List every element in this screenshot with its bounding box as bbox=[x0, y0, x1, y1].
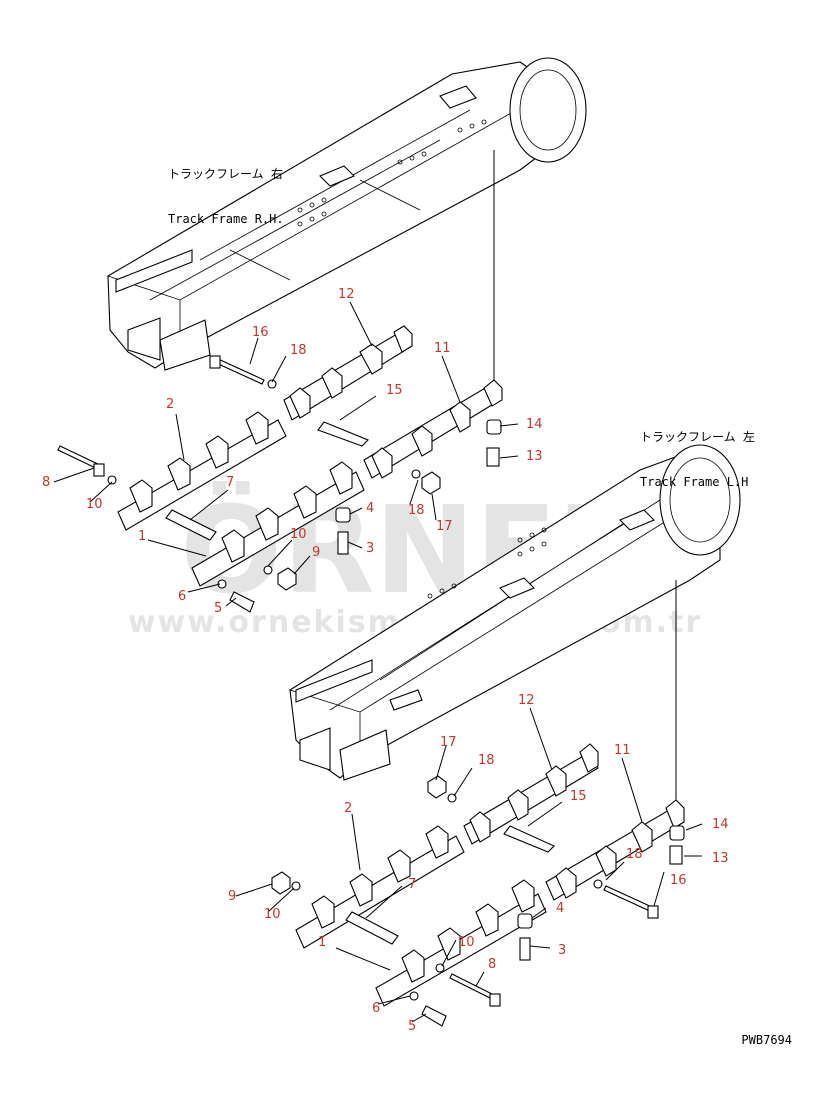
frame-label-rh-en: Track Frame R.H. bbox=[168, 212, 284, 226]
callout-label: 16 bbox=[252, 325, 269, 340]
callout-label: 17 bbox=[436, 519, 453, 534]
leader-lines bbox=[53, 301, 703, 1023]
parts-rh bbox=[57, 325, 503, 613]
callout-label: 14 bbox=[712, 817, 729, 832]
callout-label: 13 bbox=[712, 851, 729, 866]
callout-label: 5 bbox=[214, 601, 222, 616]
callout-label: 9 bbox=[228, 889, 236, 904]
callout-label: 3 bbox=[366, 541, 374, 556]
document-code: PWB7694 bbox=[741, 1033, 792, 1047]
frame-label-lh-en: Track Frame L.H bbox=[640, 475, 749, 489]
callout-label: 5 bbox=[408, 1019, 416, 1034]
callout-label: 11 bbox=[614, 743, 631, 758]
callout-label: 16 bbox=[670, 873, 687, 888]
callout-label: 18 bbox=[478, 753, 495, 768]
callout-label: 2 bbox=[344, 801, 352, 816]
callout-label: 6 bbox=[372, 1001, 380, 1016]
frame-caption-rh: トラックフレーム 右 Track Frame R.H. bbox=[168, 137, 284, 257]
callout-label: 2 bbox=[166, 397, 174, 412]
parts-lh bbox=[271, 743, 685, 1027]
callout-label: 14 bbox=[526, 417, 543, 432]
track-frame-rh bbox=[107, 57, 587, 371]
callout-label: 18 bbox=[626, 847, 643, 862]
callout-label: 10 bbox=[290, 527, 307, 542]
callout-label: 4 bbox=[556, 901, 564, 916]
frame-label-lh-jp: トラックフレーム 左 bbox=[640, 430, 755, 444]
callout-label: 15 bbox=[386, 383, 403, 398]
callout-label: 6 bbox=[178, 589, 186, 604]
callout-label: 1 bbox=[318, 935, 326, 950]
callout-label: 18 bbox=[408, 503, 425, 518]
callout-label: 8 bbox=[42, 475, 50, 490]
callout-label: 10 bbox=[458, 935, 475, 950]
callouts-lh: 12 17 18 11 2 15 14 18 13 16 9 10 7 4 1 10 3 8 6 5 bbox=[228, 693, 729, 1034]
callout-label: 12 bbox=[338, 287, 355, 302]
callout-label: 11 bbox=[434, 341, 451, 356]
callout-label: 3 bbox=[558, 943, 566, 958]
callout-label: 13 bbox=[526, 449, 543, 464]
callout-label: 7 bbox=[408, 877, 416, 892]
spacer-pipe-7-rh bbox=[165, 509, 217, 541]
callout-label: 1 bbox=[138, 529, 146, 544]
callout-label: 15 bbox=[570, 789, 587, 804]
callout-label: 10 bbox=[86, 497, 103, 512]
callout-label: 7 bbox=[226, 475, 234, 490]
callout-label: 18 bbox=[290, 343, 307, 358]
spacer-pipe-15-rh bbox=[317, 421, 369, 447]
frame-caption-lh: トラックフレーム 左 Track Frame L.H bbox=[640, 400, 755, 520]
callout-label: 8 bbox=[488, 957, 496, 972]
callout-label: 17 bbox=[440, 735, 457, 750]
callouts-rh: 12 16 18 11 2 15 14 13 8 10 7 4 18 17 1 10 9 3 6 5 bbox=[42, 287, 543, 616]
callout-label: 9 bbox=[312, 545, 320, 560]
callout-label: 10 bbox=[264, 907, 281, 922]
callout-label: 12 bbox=[518, 693, 535, 708]
frame-label-rh-jp: トラックフレーム 右 bbox=[168, 167, 283, 181]
track-frame-lh bbox=[289, 444, 741, 781]
callout-label: 4 bbox=[366, 501, 374, 516]
